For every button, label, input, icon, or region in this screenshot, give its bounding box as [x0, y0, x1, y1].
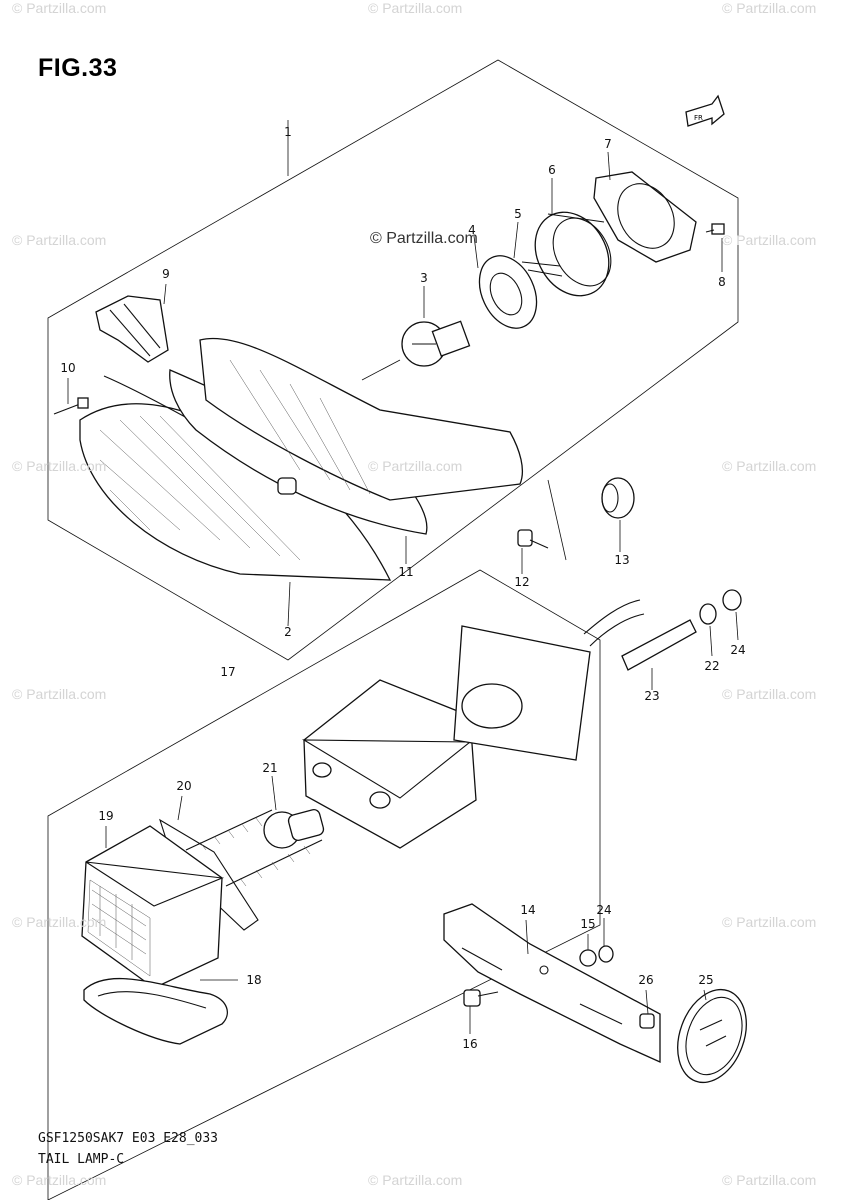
- gasket-7: [593, 171, 697, 263]
- screw-8: [705, 223, 725, 235]
- watermark: © Partzilla.com: [368, 0, 463, 16]
- callout-17: 17: [220, 665, 236, 679]
- callout-3: 3: [420, 271, 428, 285]
- callout-22: 22: [704, 659, 720, 673]
- diagram-title: TAIL LAMP-C: [38, 1152, 125, 1167]
- callout-9: 9: [162, 267, 170, 281]
- watermark: © Partzilla.com: [12, 458, 107, 474]
- watermark: © Partzilla.com: [12, 1172, 107, 1188]
- bolt-16: [463, 989, 499, 1007]
- watermark: © Partzilla.com: [12, 232, 107, 248]
- callout-24-upper: 24: [730, 643, 746, 657]
- clip-9: [95, 295, 169, 363]
- bracket-14: [443, 903, 661, 1064]
- callout-20: 20: [176, 779, 192, 793]
- callout-18: 18: [246, 973, 262, 987]
- bulb-3: [401, 320, 471, 367]
- watermark: © Partzilla.com: [722, 914, 817, 930]
- watermark-center: © Partzilla.com: [370, 230, 478, 247]
- rubber-13: [601, 477, 635, 519]
- callout-24-lower: 24: [596, 903, 612, 917]
- watermark: © Partzilla.com: [368, 1172, 463, 1188]
- watermark: © Partzilla.com: [722, 1172, 817, 1188]
- callout-21: 21: [262, 761, 278, 775]
- callout-5: 5: [514, 207, 522, 221]
- callout-19: 19: [98, 809, 114, 823]
- callout-6: 6: [548, 163, 556, 177]
- watermark: © Partzilla.com: [12, 0, 107, 16]
- assembly-17-outline: [47, 569, 601, 1200]
- callout-4: 4: [468, 223, 476, 237]
- watermark: © Partzilla.com: [722, 458, 817, 474]
- grommet-12: [517, 529, 549, 549]
- callout-25: 25: [698, 973, 714, 987]
- watermark: © Partzilla.com: [12, 686, 107, 702]
- callout-12: 12: [514, 575, 530, 589]
- assembly-1-outline: [47, 59, 739, 661]
- spacer-23: [621, 619, 697, 671]
- watermark: © Partzilla.com: [368, 458, 463, 474]
- callout-14: 14: [520, 903, 536, 917]
- housing-11: [169, 337, 524, 535]
- callout-10: 10: [60, 361, 76, 375]
- washer-22: [699, 603, 717, 625]
- callout-11: 11: [398, 565, 414, 579]
- callout-15: 15: [580, 917, 596, 931]
- gasket-18: [83, 977, 228, 1045]
- lens-19: [81, 825, 225, 989]
- callout-26: 26: [638, 973, 654, 987]
- bulb-socket-5: [478, 255, 563, 329]
- bulb-21: [263, 809, 325, 849]
- callout-23: 23: [644, 689, 660, 703]
- callout-16: 16: [462, 1037, 478, 1051]
- watermark: © Partzilla.com: [722, 232, 817, 248]
- screw-10: [53, 397, 89, 415]
- watermark: © Partzilla.com: [722, 686, 817, 702]
- diagram-code: GSF1250SAK7 E03 E28_033: [38, 1131, 219, 1146]
- figure-title: FIG.33: [38, 54, 118, 82]
- callout-8: 8: [718, 275, 726, 289]
- cap-25: [677, 988, 747, 1084]
- callout-1: 1: [284, 125, 292, 139]
- front-direction-arrow-icon: FR: [685, 94, 725, 127]
- watermark: © Partzilla.com: [722, 0, 817, 16]
- washer-15: [579, 949, 597, 967]
- nut-24-lower: [598, 945, 614, 963]
- nut-24-upper: [722, 589, 742, 611]
- callout-13: 13: [614, 553, 630, 567]
- callout-7: 7: [604, 137, 612, 151]
- watermark: © Partzilla.com: [12, 914, 107, 930]
- license-lamp-housing-17: [301, 599, 645, 849]
- svg-text:FR: FR: [694, 114, 703, 122]
- nut-26: [639, 1013, 655, 1029]
- callout-2: 2: [284, 625, 292, 639]
